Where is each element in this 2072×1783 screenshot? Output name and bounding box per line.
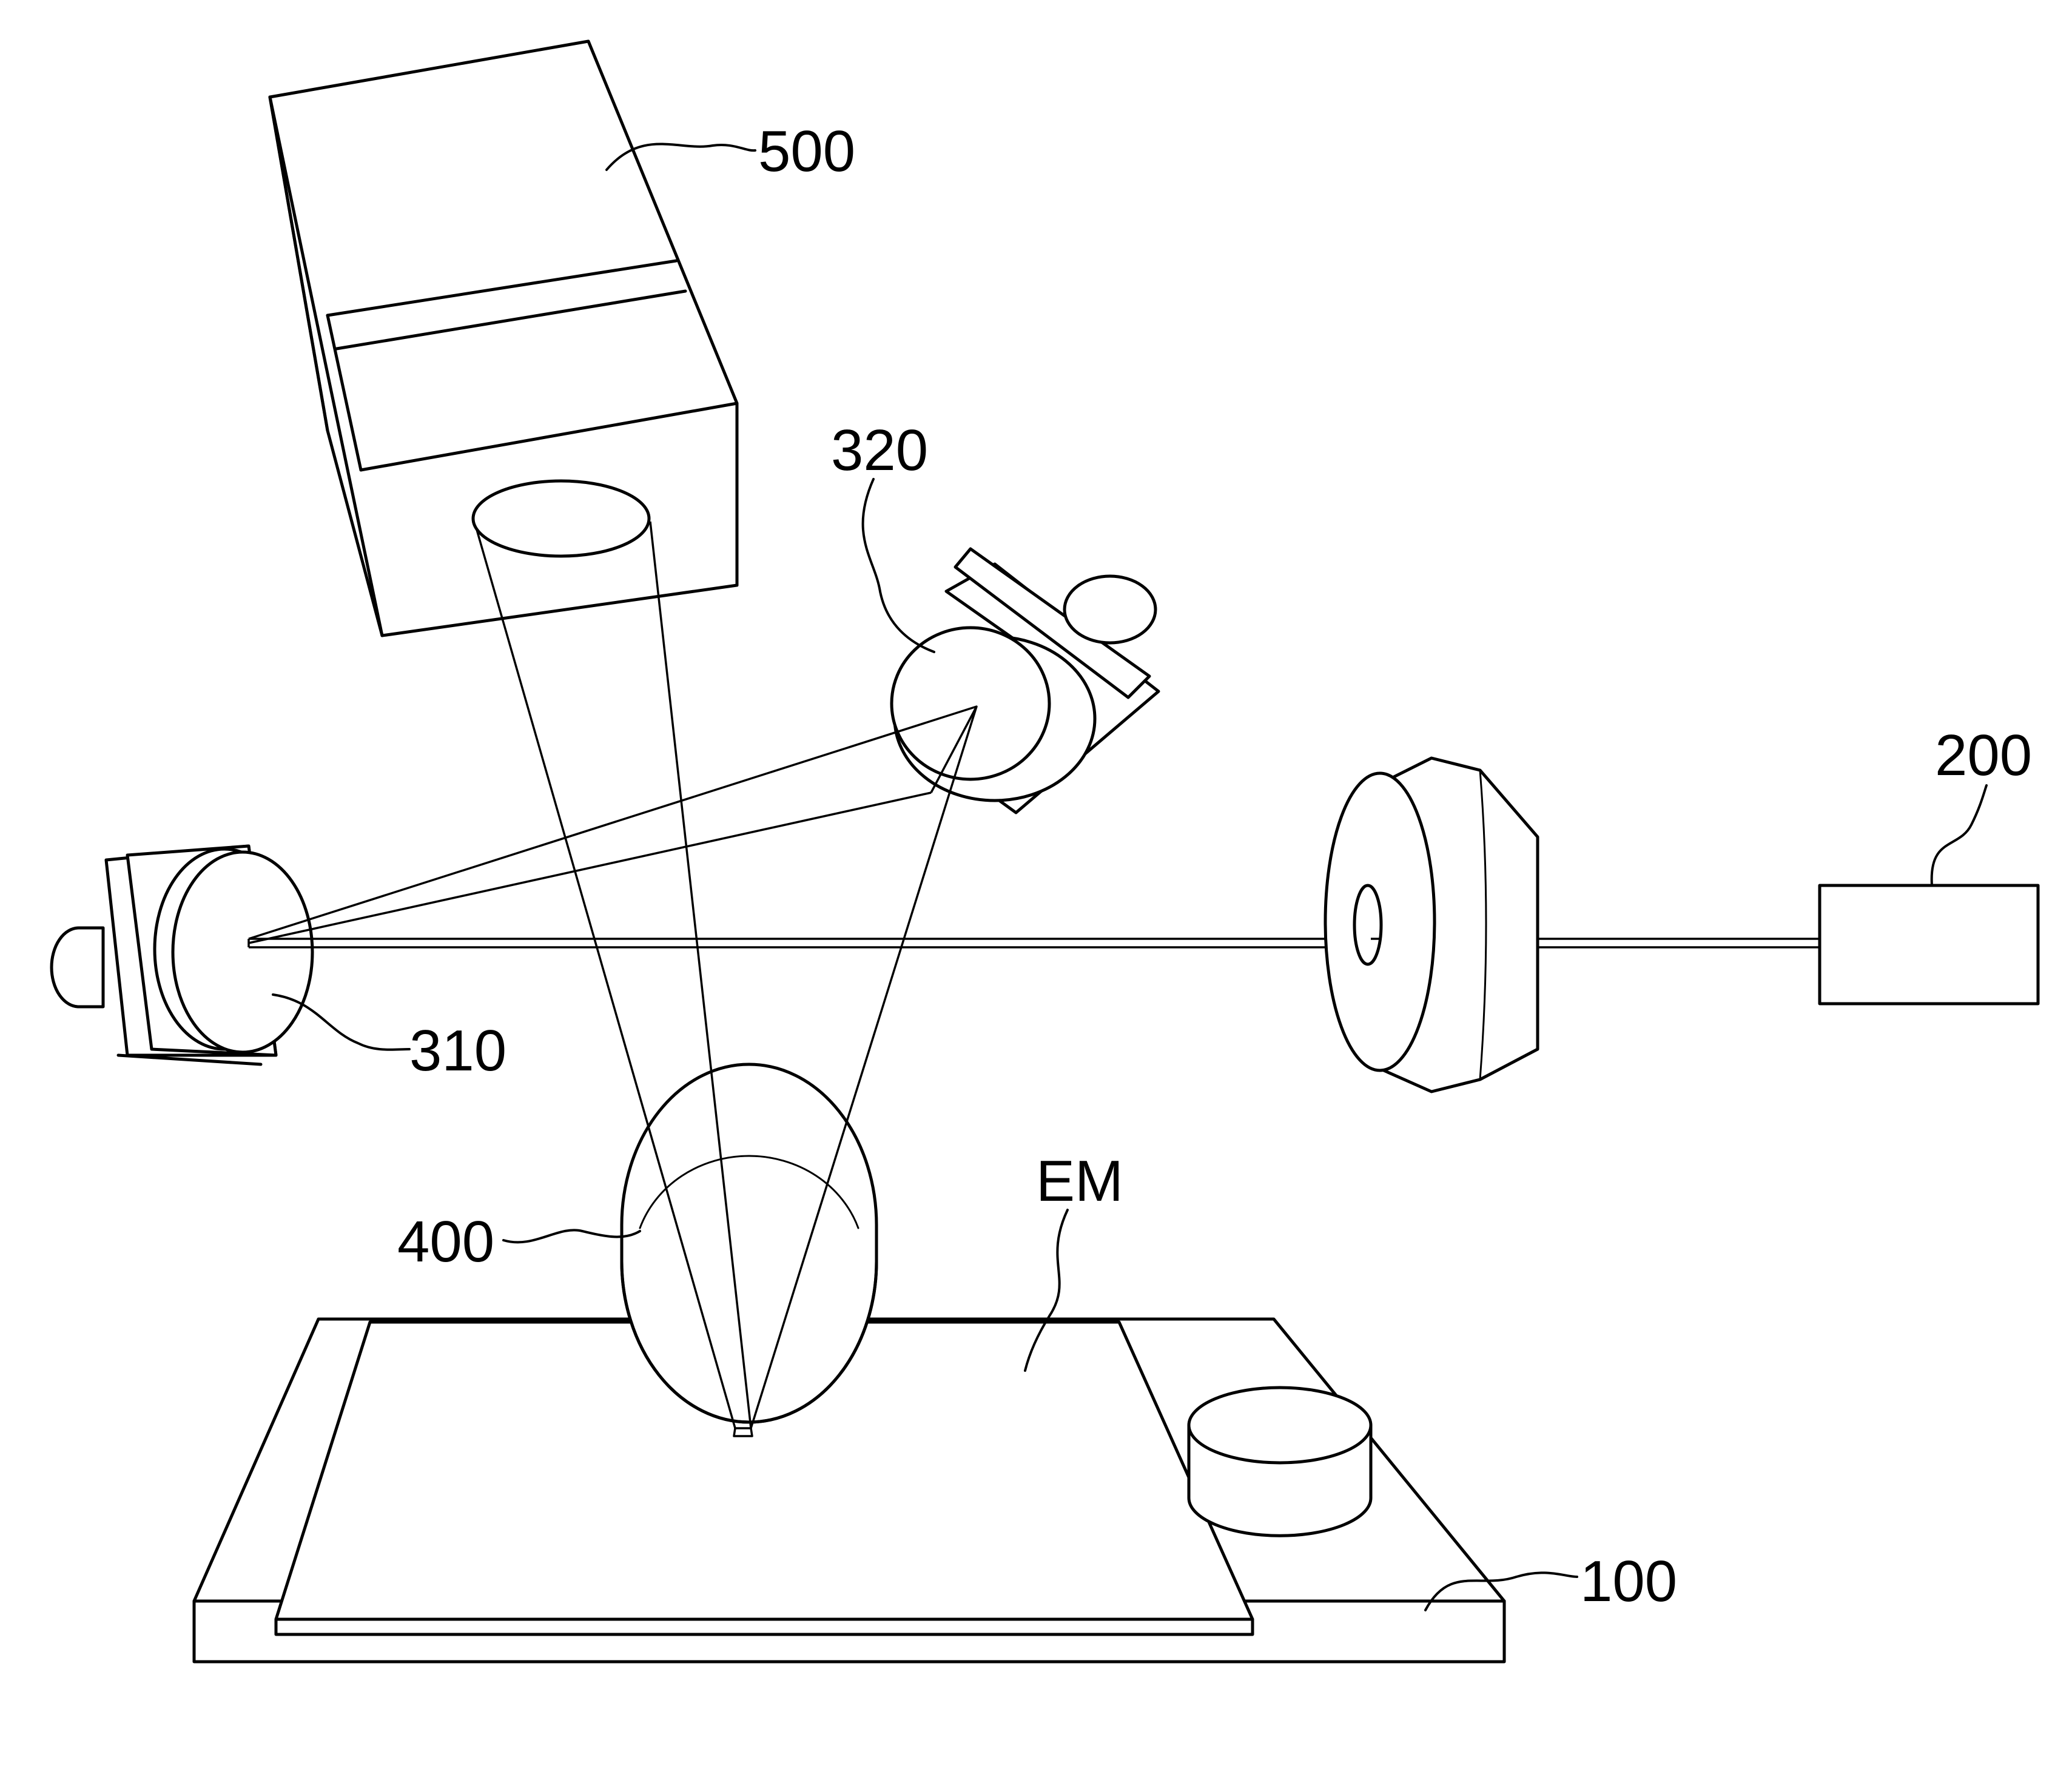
label-100: 100	[1424, 1549, 1677, 1614]
svg-text:400: 400	[397, 1209, 494, 1274]
stage-block	[1187, 1386, 1373, 1537]
imaging-beam	[475, 521, 753, 1437]
objective-lens-400	[620, 1063, 878, 1424]
label-em: EM	[1024, 1149, 1123, 1372]
label-320: 320	[831, 418, 935, 653]
laser-path	[247, 705, 1826, 1429]
svg-text:500: 500	[758, 119, 855, 184]
laser-source-200	[1818, 884, 2040, 1006]
svg-text:310: 310	[409, 1018, 506, 1083]
label-400: 400	[397, 1209, 641, 1274]
label-310: 310	[272, 993, 506, 1083]
beam-expander-lens	[1324, 756, 1539, 1093]
svg-text:100: 100	[1580, 1549, 1677, 1614]
workpiece-em	[274, 1320, 1254, 1636]
mirror-310	[50, 844, 314, 1066]
label-200: 200	[1930, 723, 2032, 887]
stage-100	[192, 1317, 1506, 1664]
svg-text:320: 320	[831, 418, 928, 483]
camera-500	[268, 39, 739, 637]
svg-text:200: 200	[1935, 723, 2032, 788]
svg-text:EM: EM	[1036, 1149, 1123, 1214]
mirror-320	[890, 547, 1160, 814]
label-500: 500	[605, 119, 855, 184]
